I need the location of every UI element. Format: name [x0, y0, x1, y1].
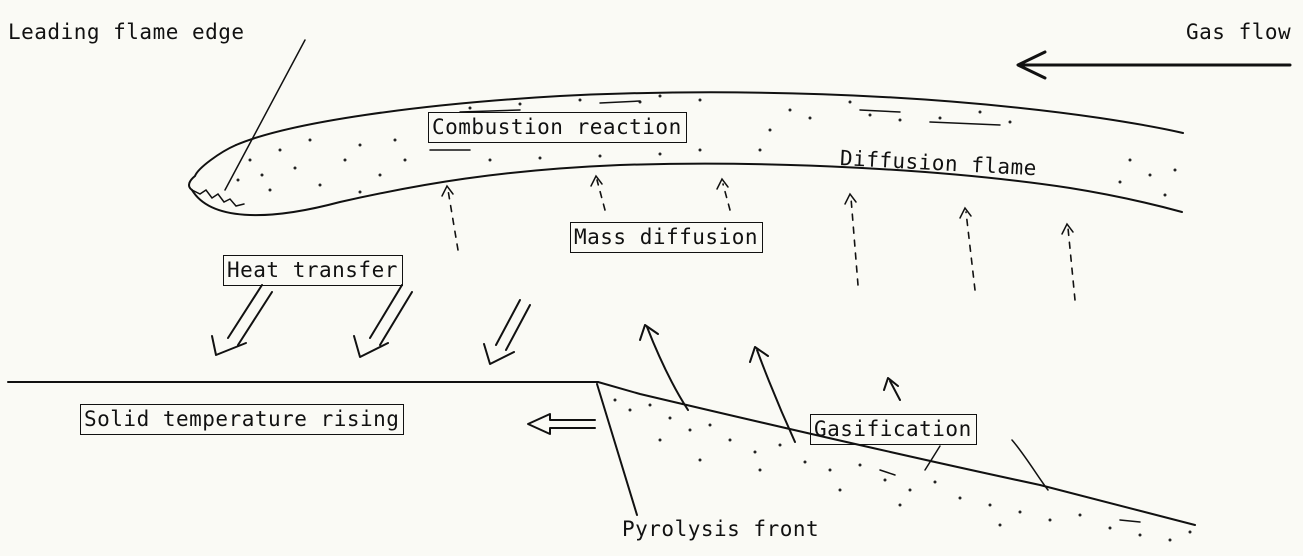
mass-diffusion-arrows [441, 174, 1076, 301]
solid-heating-arrow [527, 413, 596, 435]
pyrolysis-zone-stippling [613, 398, 1192, 542]
diffusion-flame-upper-edge [235, 91, 1184, 146]
pyrolyzing-surface-slope [597, 381, 1196, 526]
gas-flow-label: Gas flow [1186, 20, 1292, 44]
pyrolysis-front-label: Pyrolysis front [622, 517, 820, 541]
leading-flame-edge-label: Leading flame edge [8, 20, 245, 44]
solid-temperature-rising-label: Solid temperature rising [80, 404, 405, 435]
gasification-leader-right [1011, 439, 1049, 491]
gasification-label: Gasification [810, 414, 977, 445]
flame-stippling [236, 94, 1177, 197]
combustion-reaction-label: Combustion reaction [428, 112, 687, 143]
gas-flow-arrowhead [1016, 50, 1047, 80]
gasification-leader-left [924, 445, 941, 471]
diffusion-flame-lower-edge [191, 162, 1183, 217]
heat-transfer-arrows [211, 284, 531, 365]
pyrolysis-front-line [596, 383, 638, 516]
mass-diffusion-label: Mass diffusion [570, 222, 764, 253]
gasification-arrows [639, 324, 901, 443]
leading-flame-ragged-edge [191, 188, 245, 207]
leading-flame-edge-outline [188, 144, 237, 191]
leading-flame-edge-pointer [224, 39, 306, 191]
heat-transfer-label: Heat transfer [223, 255, 403, 286]
